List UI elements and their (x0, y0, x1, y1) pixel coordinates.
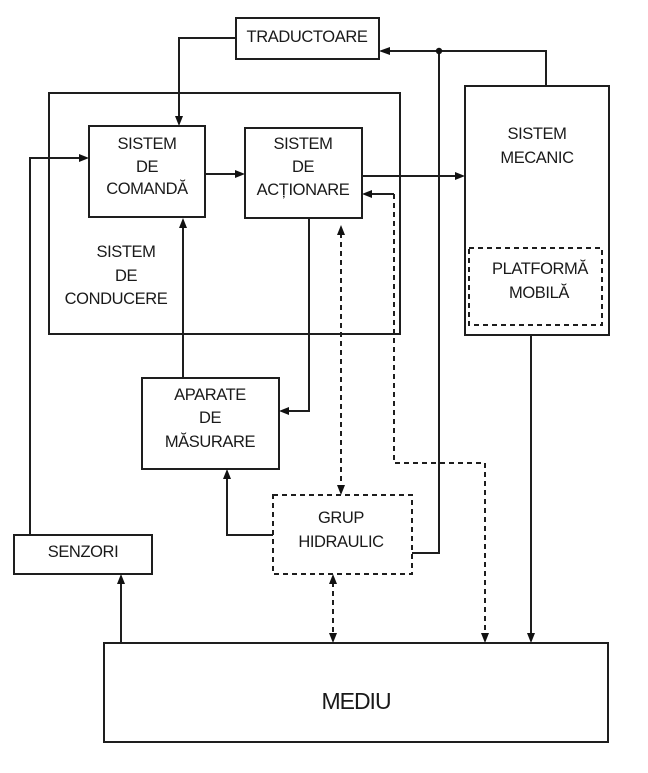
arrowhead-right-comanda-left (79, 154, 89, 162)
arrowhead-up-comanda-bottom (179, 218, 187, 228)
actionare-label-line3: ACȚIONARE (257, 181, 350, 199)
traductoare-label: TRADUCTOARE (247, 28, 368, 46)
actionare-label-line2: DE (292, 158, 315, 176)
arrowhead-up-grup-bottom (329, 574, 337, 584)
connector-grup-traductoare (412, 51, 440, 554)
grup-label-line1: GRUP (318, 509, 364, 527)
senzori-block (13, 534, 153, 575)
arrowhead-up-senzori (117, 574, 125, 584)
arrowhead-left-traductoare (379, 47, 390, 55)
comanda-label-line2: DE (136, 158, 159, 176)
aparate-label-line2: DE (199, 409, 222, 427)
traductoare-block (235, 17, 380, 60)
arrowhead-right-actionare (235, 170, 245, 178)
arrowhead-down-comanda-top (175, 116, 183, 126)
mediu-label: MEDIU (321, 688, 390, 714)
connector-actionare-aparate (287, 218, 310, 412)
aparate-label-line1: APARATE (174, 386, 246, 404)
conducere-label-line3: CONDUCERE (65, 290, 168, 308)
mecanic-label-line1: SISTEM (507, 125, 566, 143)
senzori-label: SENZORI (48, 543, 119, 561)
connector-mediu-actionare-dashed (393, 194, 486, 635)
arrowhead-down-grup-top (337, 485, 345, 495)
grup-label-line2: HIDRAULIC (298, 533, 384, 551)
conducere-label-line2: DE (115, 267, 138, 285)
sistem-actionare-block (244, 127, 363, 219)
arrowhead-down-mediu-dashed (481, 633, 489, 643)
mediu-block (103, 642, 609, 743)
aparate-label-line3: MĂSURARE (165, 432, 256, 451)
mecanic-label-line2: MECANIC (500, 149, 574, 167)
arrowhead-up-aparate-bottom (223, 469, 231, 479)
arrowhead-left-actionare-dashed (362, 190, 372, 198)
arrowhead-left-aparate (279, 407, 289, 415)
arrowhead-down-mediu-mecanic (527, 633, 535, 643)
aparate-masurare-block (141, 377, 280, 470)
platforma-label-line2: MOBILĂ (509, 283, 569, 302)
connector-mecanic-traductoare (389, 50, 547, 86)
actionare-label-line1: SISTEM (273, 135, 332, 153)
comanda-label-line1: SISTEM (117, 135, 176, 153)
arrowhead-down-mediu-grup (329, 633, 337, 643)
connector-grup-aparate (226, 477, 273, 536)
junction-dot (435, 47, 443, 55)
platforma-label-line1: PLATFORMĂ (492, 259, 588, 278)
sistem-mecanic-block (464, 85, 610, 336)
arrowhead-right-mecanic (455, 172, 465, 180)
connector-senzori-comanda (29, 157, 81, 535)
arrowhead-up-actionare-bottom (337, 225, 345, 235)
conducere-label-line1: SISTEM (96, 243, 155, 261)
platforma-mobila-block (468, 247, 603, 326)
sistem-comanda-block (88, 125, 206, 218)
connector-traductoare-comanda (178, 37, 236, 118)
comanda-label-line3: COMANDĂ (106, 179, 188, 198)
